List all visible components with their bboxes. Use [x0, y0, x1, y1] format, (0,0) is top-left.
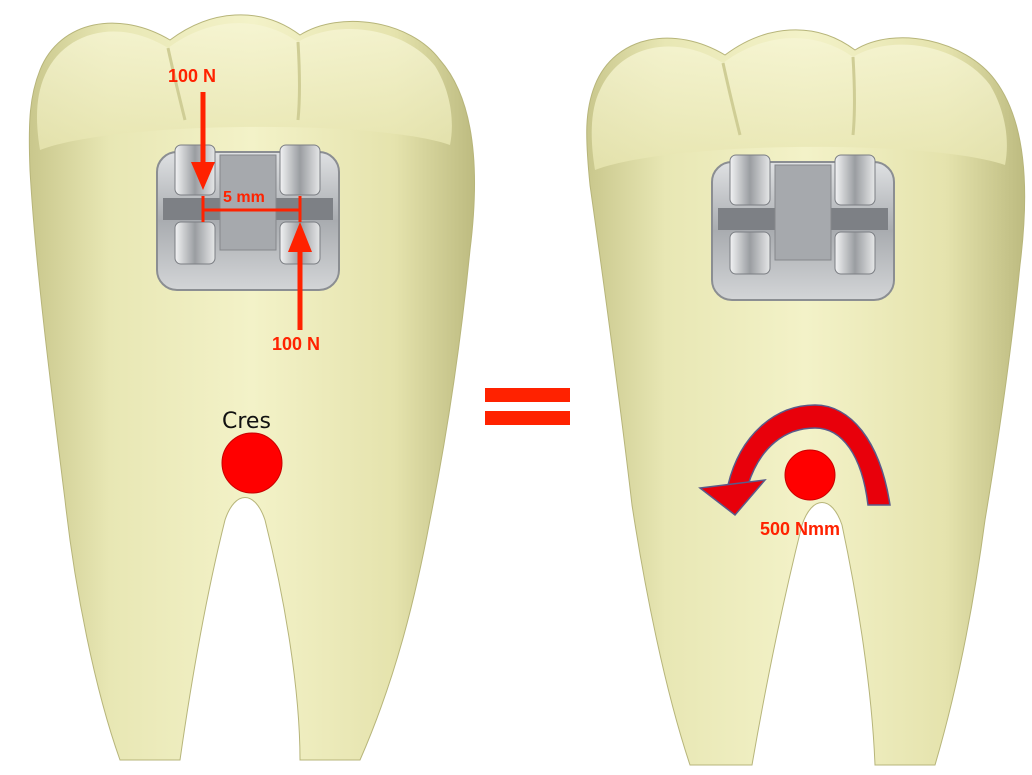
equals-sign-icon — [485, 388, 570, 425]
right-bracket-wing-br — [835, 232, 875, 274]
left-bracket — [157, 145, 339, 290]
force-bottom-label: 100 N — [272, 334, 320, 354]
moment-label: 500 Nmm — [760, 519, 840, 539]
distance-label: 5 mm — [223, 189, 265, 206]
left-bracket-wing-tr — [280, 145, 320, 195]
right-bracket-wing-tl — [730, 155, 770, 205]
right-tooth — [587, 30, 1025, 765]
force-top-label: 100 N — [168, 66, 216, 86]
cres-label: Cres — [222, 409, 271, 434]
right-bracket-wing-tr — [835, 155, 875, 205]
right-bracket — [712, 155, 894, 300]
left-bracket-wing-bl — [175, 222, 215, 264]
cres-dot — [222, 433, 282, 493]
cres-dot-right — [785, 450, 835, 500]
left-tooth — [29, 15, 474, 760]
right-bracket-wing-bl — [730, 232, 770, 274]
right-bracket-center — [775, 165, 831, 260]
